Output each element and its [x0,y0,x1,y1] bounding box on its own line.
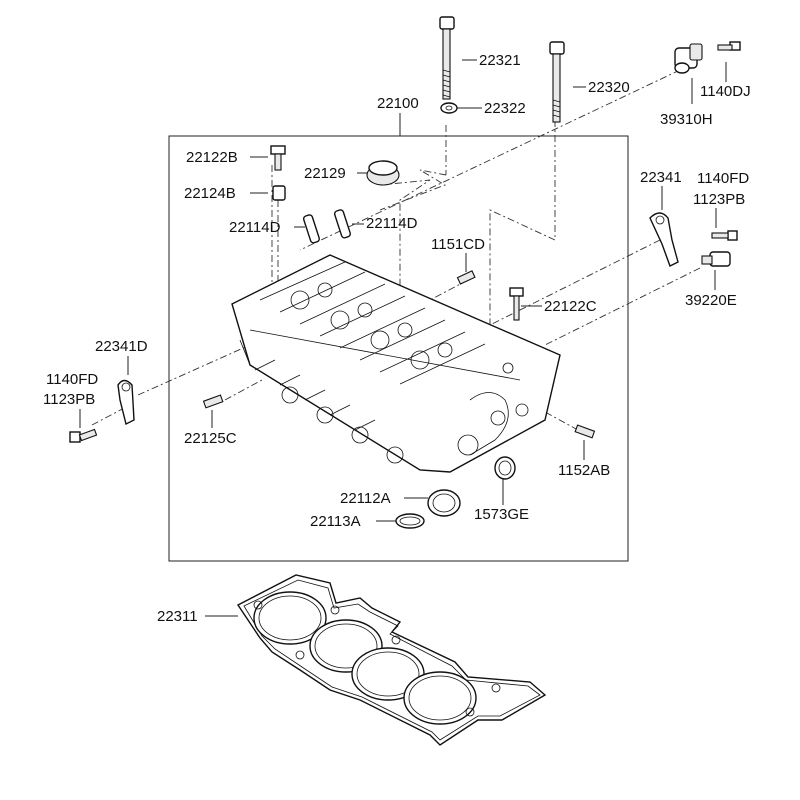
label-39310H: 39310H [660,111,713,128]
label-22124B: 22124B [184,185,236,202]
guide-22114D-left [302,214,321,244]
label-22100: 22100 [377,95,419,112]
label-22129: 22129 [304,165,346,182]
head-gasket-22311 [236,574,547,746]
bolt-1123PB-right [711,230,738,241]
part-labels: 22321 22320 22100 22322 1140DJ 39310H 22122B 22… [43,52,751,625]
label-22122C: 22122C [544,298,597,315]
label-22122B: 22122B [186,149,238,166]
label-22341D: 22341D [95,338,148,355]
label-22125C: 22125C [184,430,237,447]
bracket-22341D [117,379,135,426]
bracket-22341 [649,212,679,267]
label-22112A: 22112A [340,490,391,507]
label-1151CD: 1151CD [431,236,485,253]
seal-22113A [395,513,425,529]
assembly-frame [168,113,629,562]
bolt-1123PB-left [69,428,98,443]
bolt-22321 [439,16,455,100]
sensor-39220E [701,251,731,267]
bolt-22122B [270,145,286,171]
bolt-22122C [509,287,524,321]
label-22113A: 22113A [310,513,361,530]
stud-22125C [202,394,224,409]
label-1123PB-right: 1123PB [693,191,745,208]
seal-22112A [427,489,461,517]
label-1140FD-right: 1140FD [697,170,749,187]
sensor-39310H [674,43,703,74]
label-1152AB: 1152AB [558,462,610,479]
sleeve-22124B [272,185,286,201]
bolt-1140DJ [717,41,741,51]
label-22320: 22320 [588,79,630,96]
label-22311: 22311 [157,608,198,625]
label-22114D-right: 22114D [366,215,418,232]
stud-1151CD [456,270,476,285]
label-22322: 22322 [484,100,526,117]
dash-lines [91,69,701,431]
label-39220E: 39220E [685,292,737,309]
label-22114D-left: 22114D [229,219,281,236]
label-1573GE: 1573GE [474,506,529,523]
label-1123PB-left: 1123PB [43,391,95,408]
bolt-22320 [549,41,565,123]
label-1140FD-left: 1140FD [46,371,98,388]
guide-22114D-right [333,209,352,239]
washer-22322 [440,102,458,114]
seal-1573GE [494,456,516,480]
label-1140DJ: 1140DJ [700,83,751,100]
plug-22129 [366,160,400,186]
leader-lines [79,59,727,617]
label-22321: 22321 [479,52,521,69]
cylinder-head-22100 [231,254,561,473]
label-22341: 22341 [640,169,682,186]
stud-1152AB [574,424,596,439]
